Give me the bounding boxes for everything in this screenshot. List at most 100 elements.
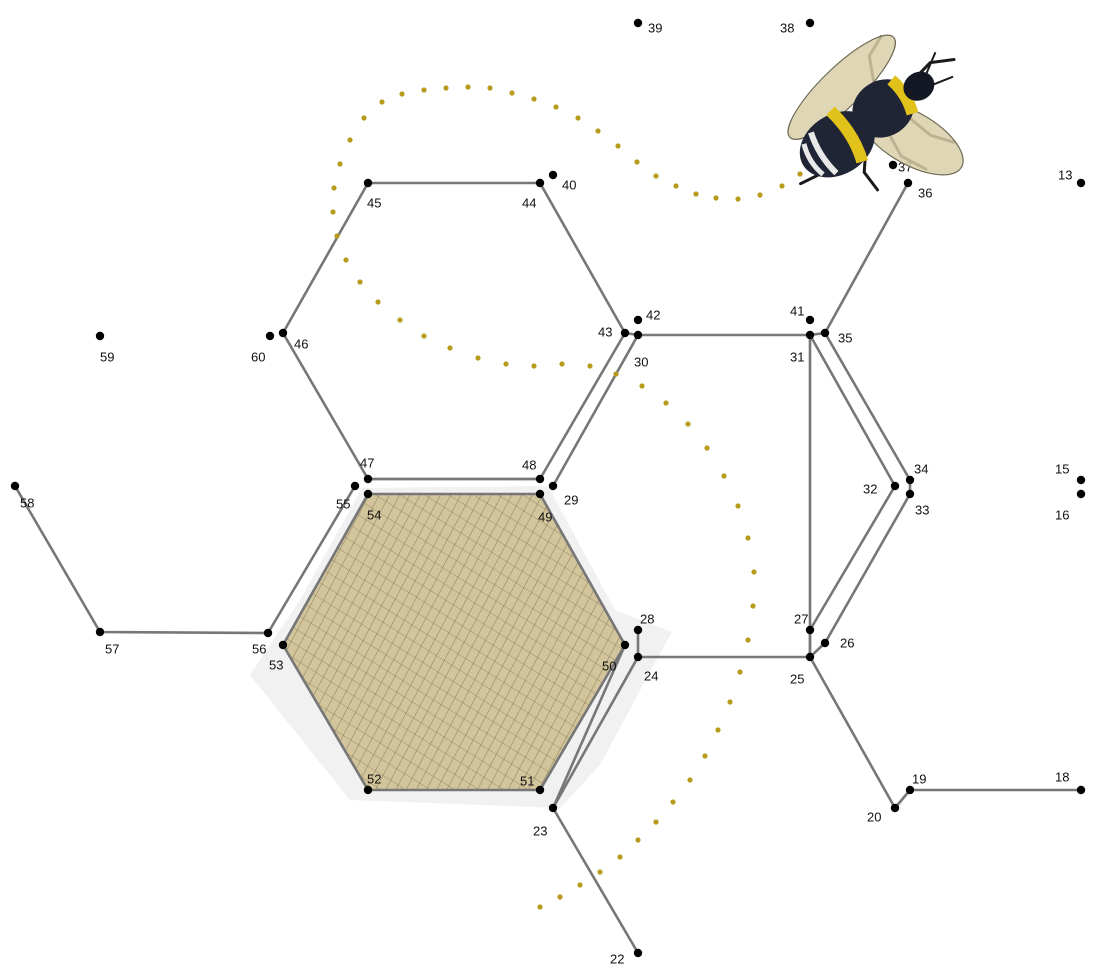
dot-marker[interactable] <box>350 481 360 491</box>
dot-marker[interactable] <box>535 489 545 499</box>
dot-marker[interactable] <box>633 625 643 635</box>
trail-dot <box>397 317 403 323</box>
trail-dot <box>617 854 623 860</box>
dot-point[interactable]: 52 <box>363 771 382 795</box>
dot-point[interactable]: 39 <box>633 18 663 36</box>
dot-marker[interactable] <box>805 315 815 325</box>
dot-marker[interactable] <box>1076 178 1086 188</box>
dot-point[interactable]: 30 <box>633 330 649 370</box>
dot-point[interactable]: 55 <box>336 481 360 512</box>
dot-point[interactable]: 60 <box>251 331 275 365</box>
dot-marker[interactable] <box>265 331 275 341</box>
trail-dot <box>503 361 509 367</box>
dot-marker[interactable] <box>888 160 898 170</box>
dot-marker[interactable] <box>95 627 105 637</box>
dot-marker[interactable] <box>820 328 830 338</box>
dot-marker[interactable] <box>1076 785 1086 795</box>
dot-marker[interactable] <box>535 785 545 795</box>
trail-dot <box>587 363 593 369</box>
dot-point[interactable]: 36 <box>903 178 933 201</box>
dot-point[interactable]: 31 <box>790 330 815 365</box>
dot-marker[interactable] <box>820 638 830 648</box>
dot-point[interactable]: 44 <box>522 178 545 211</box>
dot-marker[interactable] <box>633 330 643 340</box>
dot-point[interactable]: 47 <box>360 455 374 484</box>
dot-marker[interactable] <box>890 481 900 491</box>
dot-point[interactable]: 51 <box>520 773 545 795</box>
dot-marker[interactable] <box>633 315 643 325</box>
dot-marker[interactable] <box>1076 475 1086 485</box>
dot-marker[interactable] <box>805 18 815 28</box>
dot-point[interactable]: 41 <box>790 303 815 325</box>
dot-marker[interactable] <box>620 640 630 650</box>
dot-point[interactable]: 38 <box>780 18 815 36</box>
dot-point[interactable]: 56 <box>252 628 273 657</box>
trail-dot <box>737 669 743 675</box>
dot-marker[interactable] <box>633 948 643 958</box>
dot-point[interactable]: 26 <box>820 635 855 650</box>
dot-point[interactable]: 13 <box>1058 167 1086 188</box>
trail-dot <box>653 819 659 825</box>
dot-point[interactable]: 42 <box>633 307 661 325</box>
dot-marker[interactable] <box>905 785 915 795</box>
dot-marker[interactable] <box>548 803 558 813</box>
dot-marker[interactable] <box>1076 489 1086 499</box>
dot-marker[interactable] <box>95 331 105 341</box>
dot-point[interactable]: 33 <box>905 489 930 518</box>
dot-point[interactable]: 18 <box>1055 769 1086 795</box>
dot-marker[interactable] <box>363 178 373 188</box>
dot-point[interactable]: 15 <box>1055 461 1086 485</box>
dot-marker[interactable] <box>10 481 20 491</box>
dot-marker[interactable] <box>890 803 900 813</box>
dot-marker[interactable] <box>363 474 373 484</box>
dot-point[interactable]: 23 <box>533 803 558 839</box>
dot-marker[interactable] <box>903 178 913 188</box>
dot-point[interactable]: 19 <box>905 771 927 795</box>
dot-marker[interactable] <box>805 330 815 340</box>
dot-point[interactable]: 58 <box>10 481 35 511</box>
dot-marker[interactable] <box>278 640 288 650</box>
dot-marker[interactable] <box>535 474 545 484</box>
dot-marker[interactable] <box>805 652 815 662</box>
dot-point[interactable]: 28 <box>633 611 655 635</box>
dot-point[interactable]: 34 <box>905 461 929 485</box>
dot-point[interactable]: 57 <box>95 627 120 657</box>
dot-number: 16 <box>1055 507 1069 522</box>
dot-point[interactable]: 59 <box>95 331 115 365</box>
dot-marker[interactable] <box>805 625 815 635</box>
trail-dot <box>559 361 565 367</box>
dot-marker[interactable] <box>263 628 273 638</box>
dot-point[interactable]: 29 <box>548 481 579 508</box>
dot-marker[interactable] <box>363 785 373 795</box>
dot-point[interactable]: 40 <box>548 170 577 193</box>
dot-point[interactable]: 49 <box>535 489 553 525</box>
dot-marker[interactable] <box>363 489 373 499</box>
dot-point[interactable]: 25 <box>790 652 815 687</box>
trail-dot <box>557 894 563 900</box>
dot-point[interactable]: 16 <box>1055 489 1086 523</box>
dot-point[interactable]: 35 <box>820 328 853 346</box>
dot-marker[interactable] <box>633 652 643 662</box>
dot-point[interactable]: 45 <box>363 178 382 211</box>
dot-point[interactable]: 20 <box>867 803 900 825</box>
dot-point[interactable]: 46 <box>278 328 309 352</box>
dot-marker[interactable] <box>535 178 545 188</box>
dot-marker[interactable] <box>548 170 558 180</box>
dot-point[interactable]: 50 <box>602 640 630 674</box>
dot-number: 44 <box>522 195 536 210</box>
dot-point[interactable]: 27 <box>794 611 815 635</box>
dot-marker[interactable] <box>620 328 630 338</box>
dot-point[interactable]: 32 <box>863 481 900 496</box>
dot-point[interactable]: 24 <box>633 652 659 684</box>
dot-point[interactable]: 43 <box>598 324 630 339</box>
dot-marker[interactable] <box>278 328 288 338</box>
dot-point[interactable]: 48 <box>522 457 545 484</box>
dot-point[interactable]: 54 <box>363 489 382 523</box>
dot-marker[interactable] <box>905 489 915 499</box>
dot-marker[interactable] <box>548 481 558 491</box>
dot-point[interactable]: 22 <box>610 948 643 967</box>
dot-point[interactable]: 53 <box>269 640 288 673</box>
dot-marker[interactable] <box>905 475 915 485</box>
dot-marker[interactable] <box>633 18 643 28</box>
